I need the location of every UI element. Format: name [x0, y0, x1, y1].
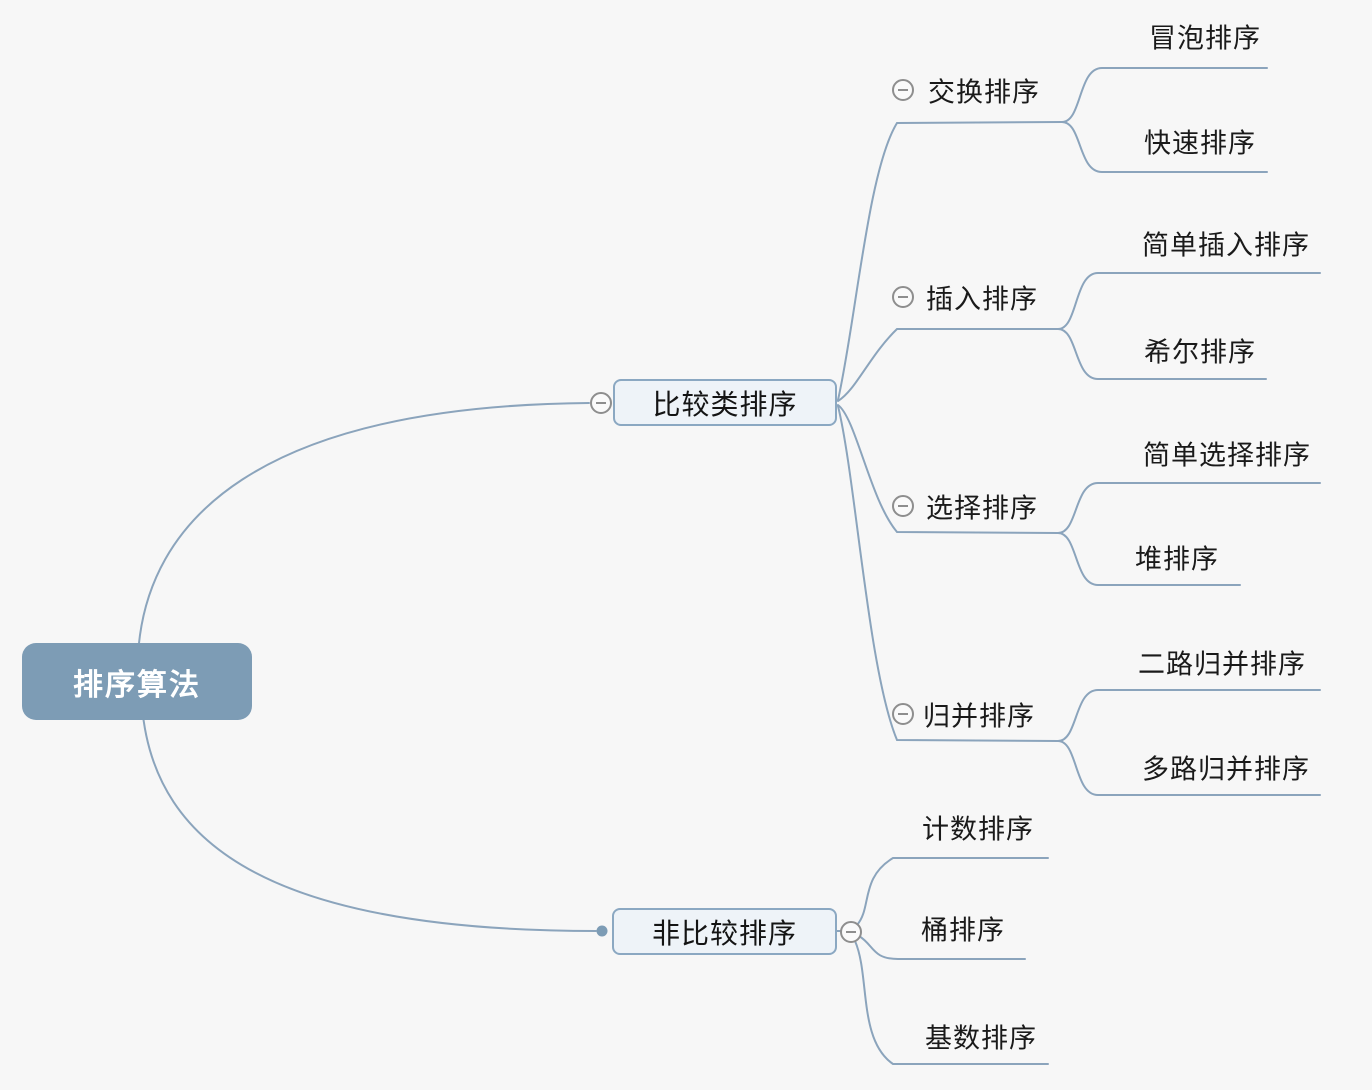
collapse-icon-comparison[interactable]	[590, 392, 612, 414]
minus-icon	[898, 505, 908, 507]
edge-insert-shell	[1057, 328, 1267, 380]
branch-endpoint-dot	[596, 925, 608, 937]
collapse-icon-merge[interactable]	[892, 703, 914, 725]
edge-merge-twoway	[1057, 689, 1321, 742]
edge-insert-simpleinsert	[1057, 272, 1321, 330]
topic-bucket-sort[interactable]: 桶排序	[921, 915, 1005, 946]
topic-quick-sort[interactable]: 快速排序	[1144, 128, 1256, 159]
topic-counting-sort[interactable]: 计数排序	[922, 814, 1034, 845]
topic-shell-sort[interactable]: 希尔排序	[1144, 337, 1256, 368]
root-topic[interactable]: 排序算法	[22, 643, 252, 720]
minus-icon	[898, 713, 908, 715]
edge-select-simpleselect	[1057, 482, 1321, 534]
topic-merge-sort[interactable]: 归并排序	[923, 701, 1035, 732]
edge-noncomparison-counting	[856, 857, 1049, 926]
topic-two-way-merge-sort[interactable]: 二路归并排序	[1138, 649, 1306, 680]
topic-insert-sort[interactable]: 插入排序	[926, 284, 1038, 315]
minus-icon	[596, 402, 606, 404]
edge-noncomparison-radix	[854, 940, 1049, 1065]
edge-comparison-exchange	[837, 121, 1063, 401]
topic-exchange-sort[interactable]: 交换排序	[928, 77, 1040, 108]
edge-exchange-bubble	[1061, 67, 1268, 123]
topic-radix-sort[interactable]: 基数排序	[925, 1023, 1037, 1054]
minus-icon	[898, 296, 908, 298]
edge-select-heap	[1057, 532, 1241, 586]
collapse-icon-exchange[interactable]	[892, 79, 914, 101]
edge-comparison-insert	[837, 328, 1059, 402]
topic-comparison-sort[interactable]: 比较类排序	[613, 379, 837, 426]
minus-icon	[846, 931, 856, 933]
topic-heap-sort[interactable]: 堆排序	[1135, 544, 1219, 575]
topic-bubble-sort[interactable]: 冒泡排序	[1149, 23, 1261, 54]
topic-simple-insert-sort[interactable]: 简单插入排序	[1142, 230, 1310, 261]
topic-noncomparison-sort[interactable]: 非比较排序	[612, 908, 837, 955]
topic-simple-select-sort[interactable]: 简单选择排序	[1143, 440, 1311, 471]
edge-comparison-select	[837, 404, 1059, 534]
topic-select-sort[interactable]: 选择排序	[926, 493, 1038, 524]
edge-root-noncomparison	[141, 705, 597, 932]
edge-merge-multiway	[1057, 740, 1321, 796]
edge-comparison-merge	[837, 405, 1059, 742]
collapse-icon-select[interactable]	[892, 495, 914, 517]
topic-multi-way-merge-sort[interactable]: 多路归并排序	[1142, 754, 1310, 785]
edge-exchange-quick	[1061, 121, 1268, 173]
minus-icon	[898, 89, 908, 91]
collapse-icon-insert[interactable]	[892, 286, 914, 308]
edge-root-comparison	[137, 402, 590, 656]
edge-noncomparison-bucket	[858, 935, 1026, 960]
collapse-icon-noncomparison[interactable]	[840, 921, 862, 943]
